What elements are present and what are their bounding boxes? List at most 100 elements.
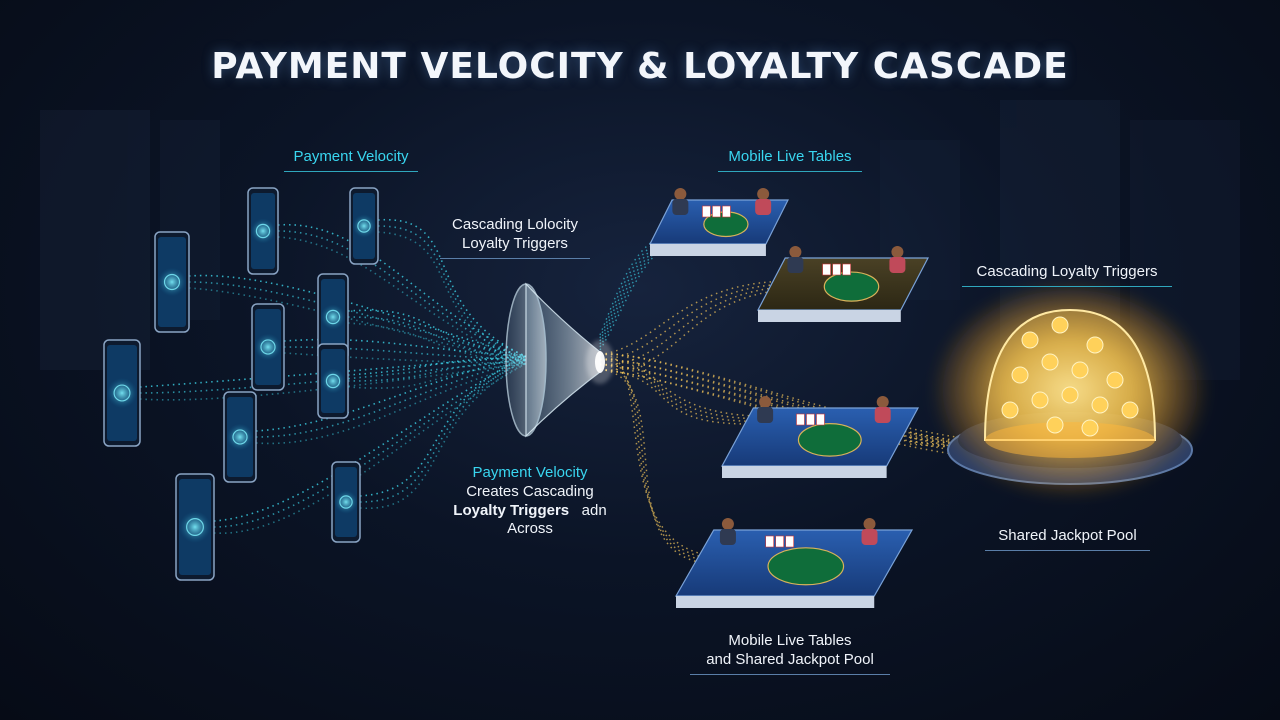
smartphone-icon (317, 273, 349, 361)
stream-line (347, 309, 527, 358)
stream-line (599, 368, 761, 425)
stream-line (347, 359, 527, 382)
playing-card (775, 535, 784, 548)
stream-line (599, 358, 761, 420)
smartphone-icon (247, 187, 279, 275)
smartphone-icon (349, 187, 379, 265)
stream-line (599, 368, 721, 565)
label-cascading-lolocity: Cascading Lolocity Loyalty Triggers (440, 216, 590, 259)
playing-card (722, 205, 731, 218)
label-center-line2: Creates Cascading (466, 482, 594, 500)
playing-card (816, 413, 825, 426)
table-felt (767, 547, 845, 586)
stream-line (277, 230, 527, 361)
coin-icon (1041, 353, 1059, 371)
stream-line (599, 280, 801, 356)
label-bottom-description: Mobile Live Tables and Shared Jackpot Po… (690, 632, 890, 675)
stream-line (255, 362, 527, 445)
coin-icon (1061, 386, 1079, 404)
stream-line (377, 219, 527, 358)
label-center-line3-bold: Loyalty Triggers (453, 501, 570, 519)
table-felt (797, 423, 862, 457)
stream-line (277, 224, 527, 358)
coin-icon (1086, 336, 1104, 354)
loyalty-trigger-streams (599, 280, 1021, 565)
stream-line (347, 355, 527, 376)
smartphone-icon (175, 473, 215, 581)
playing-card (806, 413, 815, 426)
stream-line (599, 363, 1021, 458)
coin-icon (1001, 401, 1019, 419)
player-body (889, 257, 906, 273)
playing-card (796, 413, 805, 426)
label-cascading-loyalty-triggers: Cascading Loyalty Triggers (962, 263, 1172, 287)
coin-icon (1051, 316, 1069, 334)
coin-icon (1091, 396, 1109, 414)
stream-line (909, 440, 1011, 450)
stream-line (283, 346, 527, 361)
table-felt (823, 271, 880, 302)
stream-line (213, 362, 527, 534)
label-shared-jackpot-pool: Shared Jackpot Pool (985, 527, 1150, 551)
player-head (863, 518, 876, 530)
stream-line (347, 316, 527, 361)
coin-icon (1046, 416, 1064, 434)
label-bottom-line1: Mobile Live Tables (728, 632, 852, 649)
player-head (759, 396, 772, 408)
label-cascading-lolocity-line2: Loyalty Triggers (462, 234, 568, 252)
player-head (721, 518, 734, 530)
smartphone-icon (103, 339, 141, 447)
stream-line (599, 353, 761, 417)
live-table-icon (649, 188, 789, 256)
player-head (876, 396, 889, 408)
live-table-icon (757, 246, 929, 322)
stream-line (909, 443, 1011, 449)
coin-icon (1011, 366, 1029, 384)
player-body (757, 407, 774, 423)
stream-line (377, 225, 527, 361)
live-table-icon (720, 396, 920, 478)
label-center-line4: Across (507, 520, 553, 538)
coin-icon (1071, 361, 1089, 379)
live-table-icon (674, 518, 914, 608)
stream-line (599, 358, 721, 560)
label-center-description: Payment Velocity Creates Cascading Loyal… (430, 464, 630, 539)
coin-icon (1121, 401, 1139, 419)
player-head (891, 246, 904, 258)
stream-line (599, 363, 761, 423)
label-payment-velocity: Payment Velocity (284, 148, 418, 172)
smartphone-icon (223, 391, 257, 483)
stream-line (347, 322, 527, 365)
smartphone-icon (251, 303, 285, 391)
stream-line (599, 353, 1021, 452)
coin-icon (1106, 371, 1124, 389)
playing-card (842, 263, 851, 276)
label-bottom-line2: and Shared Jackpot Pool (706, 650, 874, 668)
stream-line (255, 359, 527, 438)
stream-line (283, 352, 527, 365)
playing-card (712, 205, 721, 218)
player-body (787, 257, 804, 273)
stream-line (283, 338, 527, 358)
playing-card (822, 263, 831, 276)
smartphone-icon (317, 343, 349, 419)
coin-group (1001, 316, 1139, 437)
smartphone-icon (331, 461, 361, 543)
coin-icon (1081, 419, 1099, 437)
label-mobile-live-tables: Mobile Live Tables (718, 148, 862, 172)
playing-card (765, 535, 774, 548)
player-head (789, 246, 802, 258)
smartphone-icon (154, 231, 190, 333)
coin-icon (1021, 331, 1039, 349)
funnel-icon (505, 282, 614, 438)
player-body (755, 199, 772, 215)
stream-line (255, 355, 527, 432)
player-body (874, 407, 891, 423)
playing-card (785, 535, 794, 548)
label-cascading-lolocity-line1: Cascading Lolocity (452, 216, 578, 233)
label-center-line3-tail: adn (581, 501, 607, 519)
player-head (674, 188, 687, 200)
stream-line (599, 285, 801, 366)
coin-icon (1031, 391, 1049, 409)
